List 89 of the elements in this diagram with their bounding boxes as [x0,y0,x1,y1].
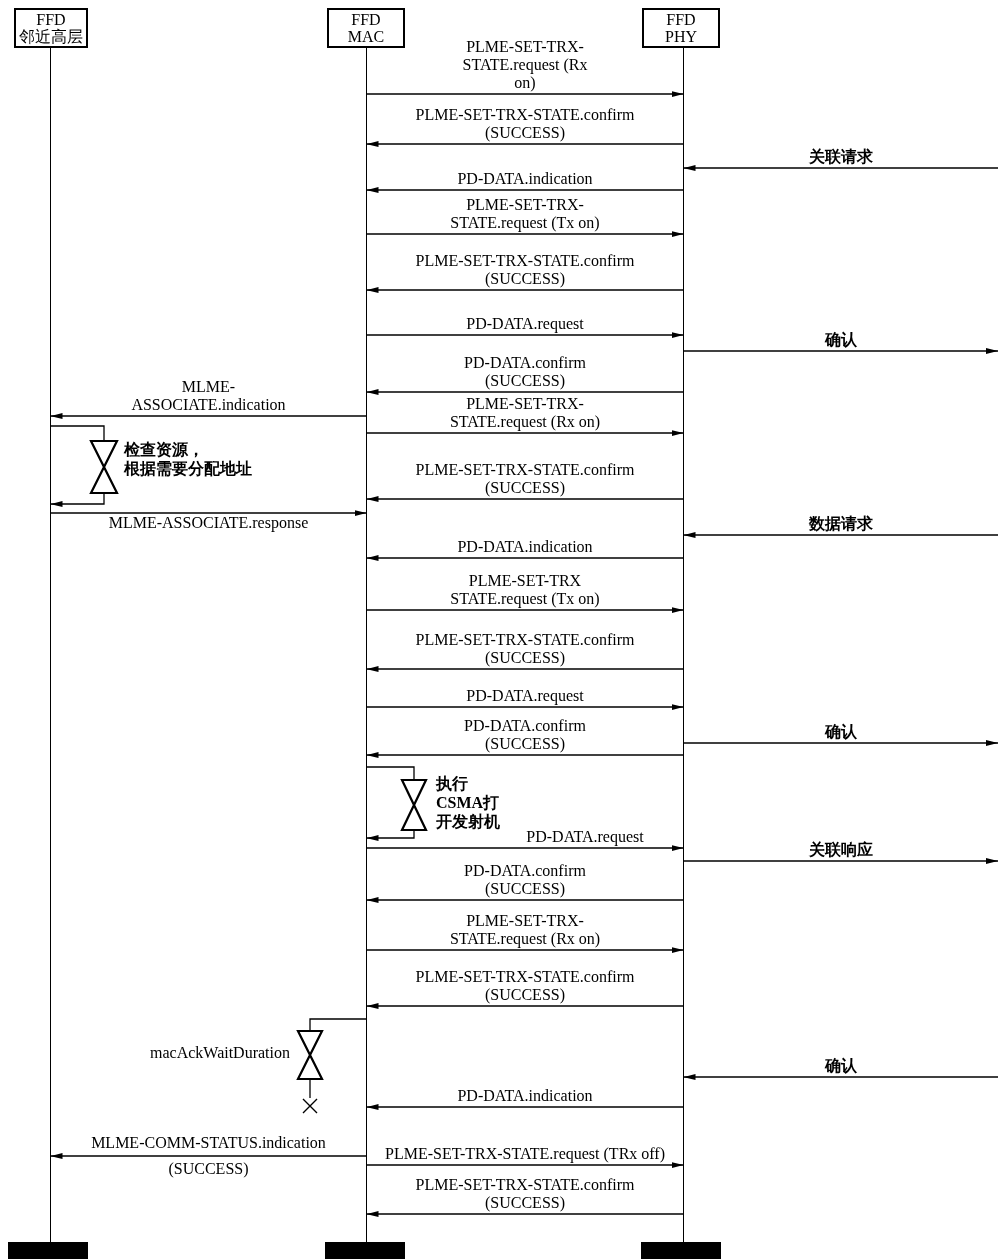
message-arrow [365,1104,685,1110]
message-arrow [365,389,685,395]
edge-label: PD-DATA.confirm (SUCCESS) [463,354,587,390]
edge-label: MLME-ASSOCIATE.response [107,514,310,532]
message-arrow [365,332,685,338]
timer-note: macAckWaitDuration [150,1043,290,1062]
edge-label: PLME-SET-TRX-STATE.request (Rx on) [461,38,589,92]
message-arrow [365,1003,685,1009]
edge-label: 确认 [823,723,858,741]
timer-note: 检查资源， [124,440,204,459]
edge-label: 关联响应 [807,841,874,859]
participant-name: PHY [665,28,697,45]
edge-label: PLME-SET-TRX-STATE.confirm (SUCCESS) [414,1176,636,1212]
edge-label: PLME-SET-TRX-STATE.confirm (SUCCESS) [414,968,636,1004]
edge-label: PD-DATA.indication [456,538,594,556]
message-arrow [365,897,685,903]
edge-label: MLME-COMM-STATUS.indication (SUCCESS) [90,1133,327,1179]
message-arrow [365,666,685,672]
message-arrow [365,704,685,710]
participant-box [327,8,405,48]
edge-label: 数据请求 [807,515,874,533]
message-arrow [365,91,685,97]
timer-hourglass [297,1030,323,1080]
timer-connector [309,1079,311,1099]
edge-label: PD-DATA.indication [456,1087,594,1105]
timer-connector [309,1018,368,1031]
edge-label: PLME-SET-TRX-STATE.confirm (SUCCESS) [414,461,636,497]
edge-label: PD-DATA.request [465,687,585,705]
message-arrow [682,348,998,354]
message-arrow [682,740,998,746]
message-arrow [365,187,685,193]
lifeline [683,48,684,1242]
timer-note: 根据需要分配地址 [124,459,252,478]
message-arrow [682,165,998,171]
timer-connector [49,425,105,441]
edge-label: PD-DATA.request [465,315,585,333]
cross-mark [302,1098,318,1114]
message-arrow [49,413,368,419]
message-arrow [49,510,368,516]
message-arrow [682,858,998,864]
timer-connector [365,830,415,841]
participant-name: FFD [351,11,381,28]
message-arrow [365,555,685,561]
edge-label: 确认 [823,331,858,349]
participant-box [14,8,88,48]
timer-note: 执行CSMA打开发射机 [436,774,501,831]
edge-label: PLME-SET-TRX STATE.request (Tx on) [450,572,600,608]
edge-label: PD-DATA.request [525,828,645,846]
participant-box [642,8,720,48]
message-arrow [682,532,998,538]
timer-hourglass [401,779,427,831]
edge-label: PLME-SET-TRX-STATE.confirm (SUCCESS) [414,631,636,667]
message-arrow [365,752,685,758]
edge-label: PD-DATA.indication [456,170,594,188]
participant-name: 邻近高层 [19,28,83,45]
edge-label: 关联请求 [807,148,874,166]
end-bar [8,1242,88,1259]
message-arrow [365,231,685,237]
edge-label: PD-DATA.confirm (SUCCESS) [463,717,587,753]
lifeline [50,48,51,1242]
edge-label: PLME-SET-TRX-STATE.confirm (SUCCESS) [414,106,636,142]
message-arrow [365,947,685,953]
edge-label: PLME-SET-TRX-STATE.request (Tx on) [449,196,601,232]
edge-label: PLME-SET-TRX-STATE.request (Rx on) [448,395,602,431]
message-arrow [365,430,685,436]
message-arrow [49,1153,368,1159]
participant-name: MAC [347,28,385,45]
participant-name: FFD [666,11,696,28]
message-arrow [365,845,685,851]
edge-label: PD-DATA.confirm (SUCCESS) [463,862,587,898]
lifeline [366,48,367,1242]
end-bar [641,1242,721,1259]
message-arrow [365,141,685,147]
message-arrow [365,496,685,502]
message-arrow [365,1211,685,1217]
message-arrow [365,607,685,613]
timer-hourglass [90,440,118,494]
edge-label: MLME-ASSOCIATE.indication [130,378,287,414]
end-bar [325,1242,405,1259]
message-arrow [365,1162,685,1168]
edge-label: PLME-SET-TRX-STATE.request (TRx off) [384,1145,666,1163]
participant-name: FFD [36,11,66,28]
edge-label: PLME-SET-TRX-STATE.request (Rx on) [448,912,602,948]
edge-label: 确认 [823,1057,858,1075]
message-arrow [682,1074,998,1080]
message-arrow [365,287,685,293]
timer-connector [365,766,415,780]
timer-connector [49,493,105,507]
edge-label: PLME-SET-TRX-STATE.confirm (SUCCESS) [414,252,636,288]
